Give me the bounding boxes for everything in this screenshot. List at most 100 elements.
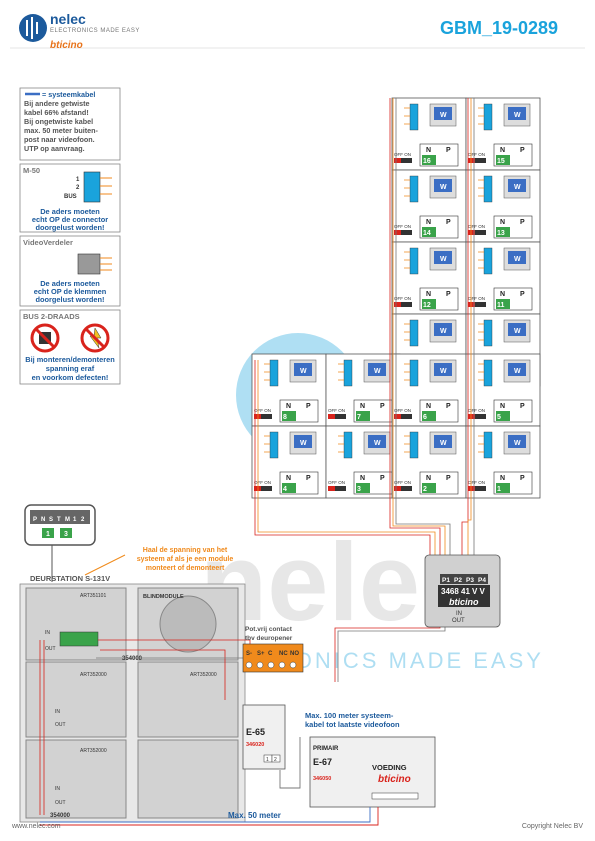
brand-bticino: bticino [50, 40, 83, 51]
connector-icon [409, 319, 419, 347]
svg-text:N: N [426, 475, 431, 482]
svg-text:W: W [514, 368, 521, 375]
svg-text:W: W [440, 184, 447, 191]
svg-text:3468 41: 3468 41 [441, 587, 470, 596]
svg-text:N: N [286, 403, 291, 410]
switch-label: OFF ON [254, 408, 271, 413]
screw-terminal-icon [256, 661, 264, 669]
svg-text:P: P [306, 475, 311, 482]
svg-text:346020: 346020 [246, 742, 264, 748]
brand-logo: nelec ELECTRONICS MADE EASY bticino [50, 11, 140, 52]
switch-label: OFF ON [468, 152, 485, 157]
svg-text:N: N [286, 475, 291, 482]
svg-text:W: W [440, 328, 447, 335]
svg-text:De aders moeten: De aders moeten [40, 207, 100, 216]
brand-sub: ELECTRONICS MADE EASY [50, 28, 140, 34]
brand-name: nelec [50, 11, 86, 27]
svg-text:3: 3 [64, 531, 68, 538]
screw-terminal-icon [278, 661, 286, 669]
unit-number: 7 [357, 414, 361, 421]
svg-text:post naar videofoon.: post naar videofoon. [24, 135, 95, 144]
svg-text:IN: IN [55, 786, 60, 792]
svg-text:W: W [374, 368, 381, 375]
connector-icon [483, 247, 493, 275]
dip-label: T [57, 517, 61, 523]
svg-text:P: P [520, 219, 525, 226]
svg-text:bticino: bticino [449, 597, 479, 607]
unit-number: 5 [497, 414, 501, 421]
svg-text:W: W [440, 440, 447, 447]
unit-number: 4 [283, 486, 287, 493]
connector-icon [483, 103, 493, 131]
svg-text:systeem af als je een module: systeem af als je een module [137, 556, 234, 563]
dip-label: P [33, 517, 37, 523]
svg-text:OUT: OUT [45, 646, 56, 652]
svg-text:VideoVerdeler: VideoVerdeler [23, 238, 73, 247]
svg-text:P: P [446, 219, 451, 226]
connector-icon [483, 359, 493, 387]
connector-icon [483, 175, 493, 203]
svg-text:ART352000: ART352000 [80, 672, 107, 678]
svg-text:P: P [446, 475, 451, 482]
svg-text:P: P [380, 403, 385, 410]
svg-text:bticino: bticino [378, 774, 411, 785]
switch-label: OFF ON [394, 480, 411, 485]
connector-icon [269, 431, 279, 459]
svg-text:P: P [520, 475, 525, 482]
screw-terminal-icon [289, 661, 297, 669]
connector-icon [409, 431, 419, 459]
e67-power-supply: Max. 100 meter systeem- kabel tot laatst… [305, 711, 436, 808]
relay-terminal-label: NC [279, 651, 288, 657]
legend-panel: = systeemkabel Bij andere getwiste kabel… [19, 87, 121, 385]
svg-text:N: N [500, 403, 505, 410]
dip-label: 2 [81, 517, 85, 523]
svg-text:M-50: M-50 [23, 166, 40, 175]
svg-text:kabel tot laatste videofoon: kabel tot laatste videofoon [305, 720, 400, 729]
svg-text:W: W [514, 184, 521, 191]
svg-text:Bij ongetwiste kabel: Bij ongetwiste kabel [24, 117, 93, 126]
svg-text:P: P [446, 291, 451, 298]
svg-text:P: P [520, 291, 525, 298]
svg-text:W: W [514, 112, 521, 119]
svg-text:Pot.vrij contact: Pot.vrij contact [245, 626, 293, 633]
max50-label: Max. 50 meter [228, 811, 281, 820]
switch-label: OFF ON [468, 224, 485, 229]
connector-icon [483, 431, 493, 459]
svg-text:W: W [514, 256, 521, 263]
svg-text:P3: P3 [466, 577, 474, 584]
svg-text:IN: IN [456, 611, 462, 617]
svg-text:doorgelust worden!: doorgelust worden! [36, 295, 105, 304]
unit-number: 12 [423, 302, 431, 309]
svg-text:OUT: OUT [452, 618, 465, 624]
svg-text:354000: 354000 [122, 656, 143, 662]
m50-connector [83, 171, 101, 203]
dip-label: 1 [73, 517, 77, 523]
svg-text:N: N [360, 475, 365, 482]
svg-text:N: N [360, 403, 365, 410]
svg-text:W: W [440, 112, 447, 119]
svg-text:W: W [300, 368, 307, 375]
svg-text:IN: IN [45, 630, 50, 636]
screw-terminal-icon [267, 661, 275, 669]
svg-text:E-67: E-67 [313, 757, 332, 767]
connector-icon [409, 359, 419, 387]
connector-icon [343, 431, 353, 459]
svg-text:ART352000: ART352000 [80, 748, 107, 754]
connector-icon [409, 175, 419, 203]
connector-icon [343, 359, 353, 387]
dip-label: N [41, 517, 45, 523]
switch-label: OFF ON [468, 480, 485, 485]
header [10, 14, 585, 49]
unit-number: 1 [497, 486, 501, 493]
switch-label: OFF ON [394, 152, 411, 157]
relay-terminal-label: S- [246, 651, 252, 657]
